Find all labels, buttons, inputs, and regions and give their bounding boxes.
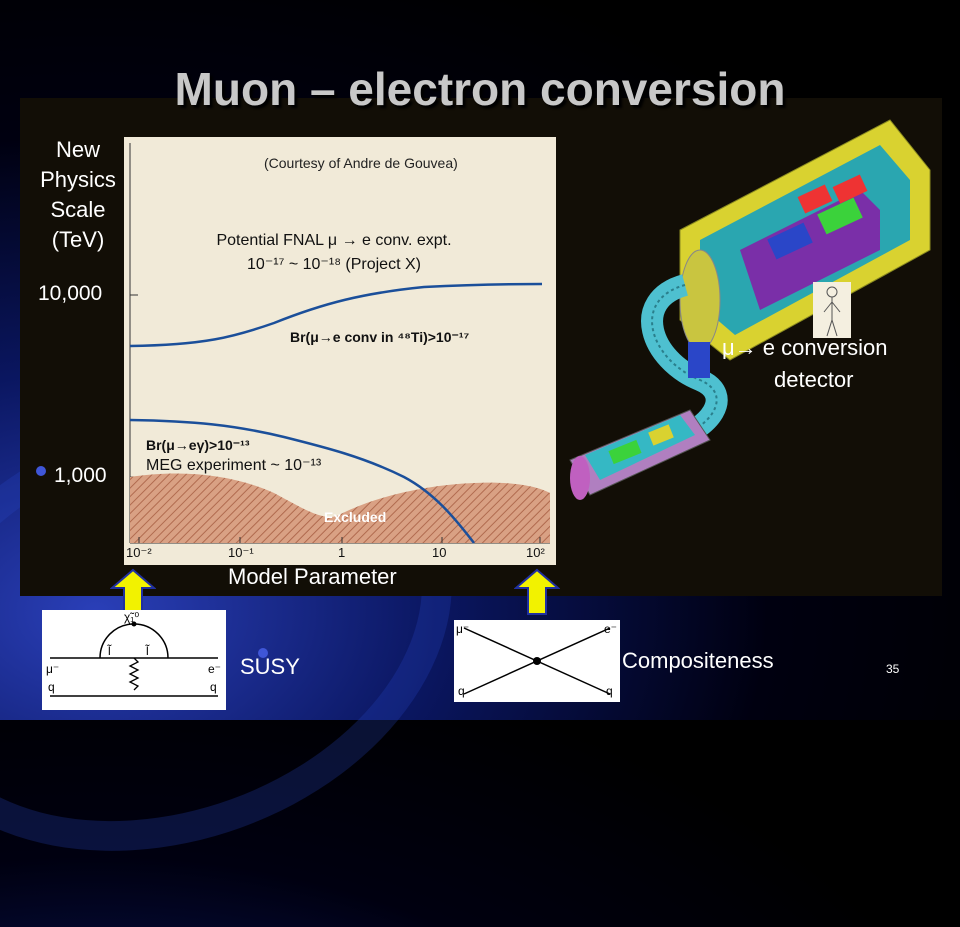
solenoid-endcap: [679, 249, 721, 351]
person-scale-figure: [813, 282, 851, 338]
compositeness-label: Compositeness: [622, 648, 774, 673]
green-component: [817, 197, 863, 235]
bullet-dot: [258, 648, 268, 658]
comp-quark: q: [606, 684, 613, 698]
y-tick-label: 1,000: [54, 464, 107, 487]
x-tick-label: 10⁻¹: [228, 545, 254, 560]
susy-quark: q: [48, 680, 55, 694]
susy-quark: q: [210, 680, 217, 694]
x-tick-labels: 10⁻² 10⁻¹ 1 10 10²: [124, 545, 556, 565]
red-component: [832, 174, 868, 204]
chart-area: (Courtesy of Andre de Gouvea) Potential …: [124, 137, 556, 565]
red-component: [797, 184, 833, 214]
curve-label-conversion: Br(μ→e conv in ⁴⁸Ti)>10⁻¹⁷: [290, 329, 470, 345]
comp-muon: μ⁻: [456, 622, 470, 636]
courtesy-note: (Courtesy of Andre de Gouvea): [264, 155, 458, 171]
potential-experiment-note: Potential FNAL μ → e conv. expt. 10⁻¹⁷ ~…: [184, 229, 484, 277]
excluded-region: [130, 473, 550, 543]
detector-caption: μ→ e conversion detector: [722, 332, 932, 396]
y-axis-label-line: Scale: [50, 197, 106, 222]
x-tick-label: 1: [338, 545, 346, 560]
susy-slepton: l̃: [146, 644, 149, 658]
potential-line: 10⁻¹⁷ ~ 10⁻¹⁸ (Project X): [247, 256, 421, 273]
x-tick-label: 10: [432, 545, 447, 560]
x-tick-label: 10²: [526, 545, 545, 560]
blue-component: [767, 222, 813, 260]
y-axis-label-line: (TeV): [51, 227, 105, 252]
comp-electron: e⁻: [604, 622, 618, 636]
up-arrow-icon: [110, 568, 156, 615]
susy-feynman-diagram: χ̃₁⁰ l̃ l̃ μ⁻ e⁻ q q: [42, 610, 226, 710]
compositeness-feynman-diagram: μ⁻ e⁻ q q: [454, 620, 620, 702]
page-number: 35: [886, 662, 900, 676]
chart-svg: [129, 143, 550, 544]
up-arrow-icon: [514, 568, 560, 615]
susy-neutralino: χ̃₁⁰: [124, 610, 140, 624]
y-axis-label-line: Physics: [40, 167, 116, 192]
x-axis-title: Model Parameter: [228, 564, 397, 589]
detector-illustration: [569, 119, 931, 500]
calorimeter: [648, 424, 674, 446]
y-tick-label: 10,000: [38, 282, 103, 305]
excluded-label: Excluded: [324, 509, 387, 525]
bullet-dot: [36, 466, 46, 476]
meg-note: MEG experiment ~ 10⁻¹³: [146, 457, 322, 474]
susy-muon: μ⁻: [46, 662, 60, 676]
tracker: [608, 439, 642, 465]
x-tick-label: 10⁻²: [126, 545, 152, 560]
detector-caption-line: detector: [774, 367, 854, 392]
susy-electron: e⁻: [208, 662, 222, 676]
detector-endcap: [570, 456, 590, 500]
meg-curve: [129, 418, 475, 544]
slide-title: Muon – electron conversion: [174, 63, 786, 115]
curve-label-meg: Br(μ→eγ)>10⁻¹³: [146, 437, 250, 453]
detector-caption-line: μ→ e conversion: [722, 335, 888, 360]
susy-slepton: l̃: [108, 644, 111, 658]
susy-label: SUSY: [240, 654, 300, 679]
y-axis-label: New Physics Scale (TeV): [28, 135, 128, 255]
y-axis-label-line: New: [55, 137, 100, 162]
potential-line: Potential FNAL μ → e conv. expt.: [216, 232, 452, 249]
transport-blue: [688, 342, 710, 378]
comp-quark: q: [458, 684, 465, 698]
transport-coils: [651, 284, 718, 441]
conversion-curve: [129, 282, 543, 348]
